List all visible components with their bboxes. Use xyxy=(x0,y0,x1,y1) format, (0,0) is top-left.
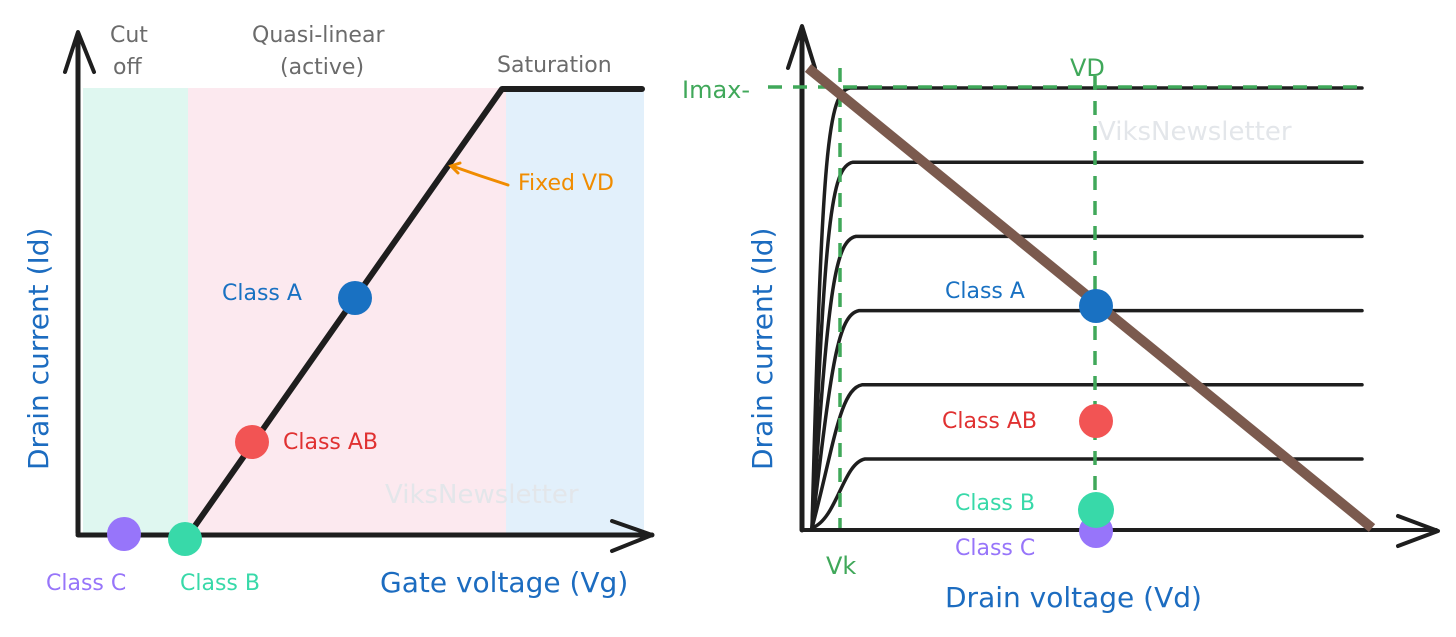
fixed-vd-arrow-icon xyxy=(450,164,510,187)
x-axis-arrow-left xyxy=(610,519,654,553)
y-axis-label-left: Drain current (Id) xyxy=(22,228,55,470)
class-a-point-left xyxy=(338,281,372,315)
class-b-point-left xyxy=(168,522,202,556)
class-a-label-left: Class A xyxy=(222,281,302,306)
class-b-point-right xyxy=(1078,492,1114,528)
class-a-point-right xyxy=(1079,289,1113,323)
region-label-saturation: Saturation xyxy=(497,53,612,78)
class-c-point-left xyxy=(107,517,141,551)
y-axis-arrow-left xyxy=(63,30,96,74)
fixed-vd-arrowhead-icon xyxy=(448,161,462,175)
class-c-label-right: Class C xyxy=(955,536,1035,561)
imax-label: Imax- xyxy=(682,76,750,104)
region-label-cutoff-2: off xyxy=(113,55,142,80)
class-ab-label-left: Class AB xyxy=(283,430,378,455)
y-axis-label-right: Drain current (Id) xyxy=(746,228,779,470)
x-axis-label-right: Drain voltage (Vd) xyxy=(945,581,1202,614)
drain-curve xyxy=(810,457,1364,530)
left-diagram: ViksNewsletter Cut off Quasi-linear (act… xyxy=(22,23,655,599)
drain-curve xyxy=(810,308,1364,530)
region-label-cutoff-1: Cut xyxy=(110,23,148,48)
watermark-right: ViksNewsletter xyxy=(1098,117,1292,147)
x-axis-label-left: Gate voltage (Vg) xyxy=(380,566,628,599)
region-label-active-2: (active) xyxy=(280,55,364,80)
region-saturation xyxy=(506,88,644,533)
class-ab-point-right xyxy=(1079,404,1113,438)
right-diagram: ViksNewsletter Imax- VD Vk Class A Class… xyxy=(682,24,1440,614)
class-c-label-left: Class C xyxy=(46,571,126,596)
class-a-label-right: Class A xyxy=(945,279,1025,304)
fixed-vd-annotation: Fixed VD xyxy=(518,171,614,196)
class-b-label-right: Class B xyxy=(955,491,1035,516)
transfer-curve xyxy=(187,86,645,536)
class-ab-label-right: Class AB xyxy=(942,409,1037,434)
class-ab-point-left xyxy=(235,425,269,459)
drain-curve xyxy=(810,160,1364,530)
watermark-left: ViksNewsletter xyxy=(385,480,579,510)
drain-curve xyxy=(810,234,1364,530)
class-b-label-left: Class B xyxy=(180,571,260,596)
y-axis-arrow-right xyxy=(786,24,817,70)
x-axis-arrow-right xyxy=(1396,514,1440,548)
region-label-active-1: Quasi-linear xyxy=(252,23,385,48)
region-cutoff xyxy=(83,88,188,533)
vk-label: Vk xyxy=(826,552,856,580)
vd-label: VD xyxy=(1070,54,1105,82)
